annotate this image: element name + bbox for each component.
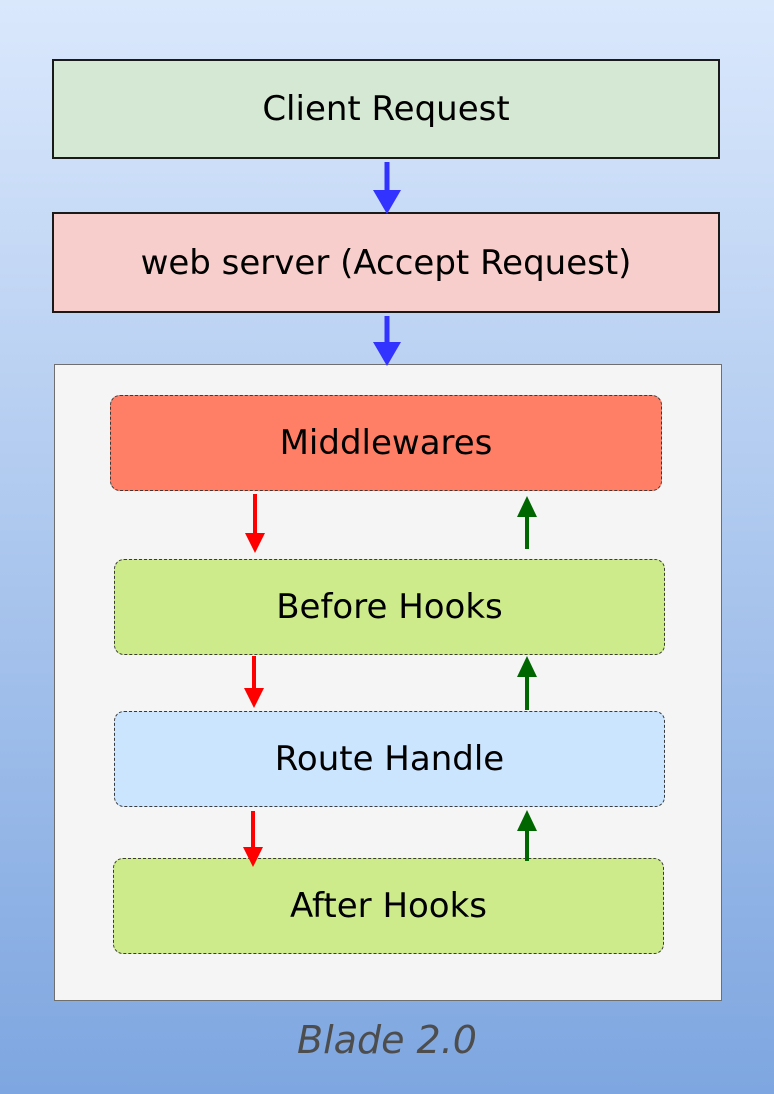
after-hooks-node: After Hooks — [113, 858, 664, 954]
client-to-server-arrow — [373, 162, 401, 214]
before-hooks-label: Before Hooks — [276, 587, 503, 627]
route-handle-to-after-hooks-arrow — [243, 811, 263, 867]
server-to-container-arrow — [373, 316, 401, 366]
before-hooks-node: Before Hooks — [114, 559, 665, 655]
middlewares-to-before-hooks-arrow — [245, 494, 265, 553]
middlewares-label: Middlewares — [279, 423, 493, 463]
middlewares-node: Middlewares — [110, 395, 662, 491]
diagram-caption: Blade 2.0 — [297, 1018, 477, 1062]
before-hooks-to-middlewares-arrow — [517, 496, 537, 549]
web-server-node: web server (Accept Request) — [52, 212, 720, 313]
route-handle-label: Route Handle — [274, 739, 505, 779]
before-hooks-to-route-handle-arrow — [244, 656, 264, 708]
client-request-node: Client Request — [52, 59, 720, 159]
after-hooks-to-route-handle-arrow — [517, 810, 537, 861]
after-hooks-label: After Hooks — [289, 886, 488, 926]
client-request-label: Client Request — [262, 89, 510, 129]
route-handle-node: Route Handle — [114, 711, 665, 807]
web-server-label: web server (Accept Request) — [140, 242, 632, 283]
route-handle-to-before-hooks-arrow — [517, 656, 537, 710]
